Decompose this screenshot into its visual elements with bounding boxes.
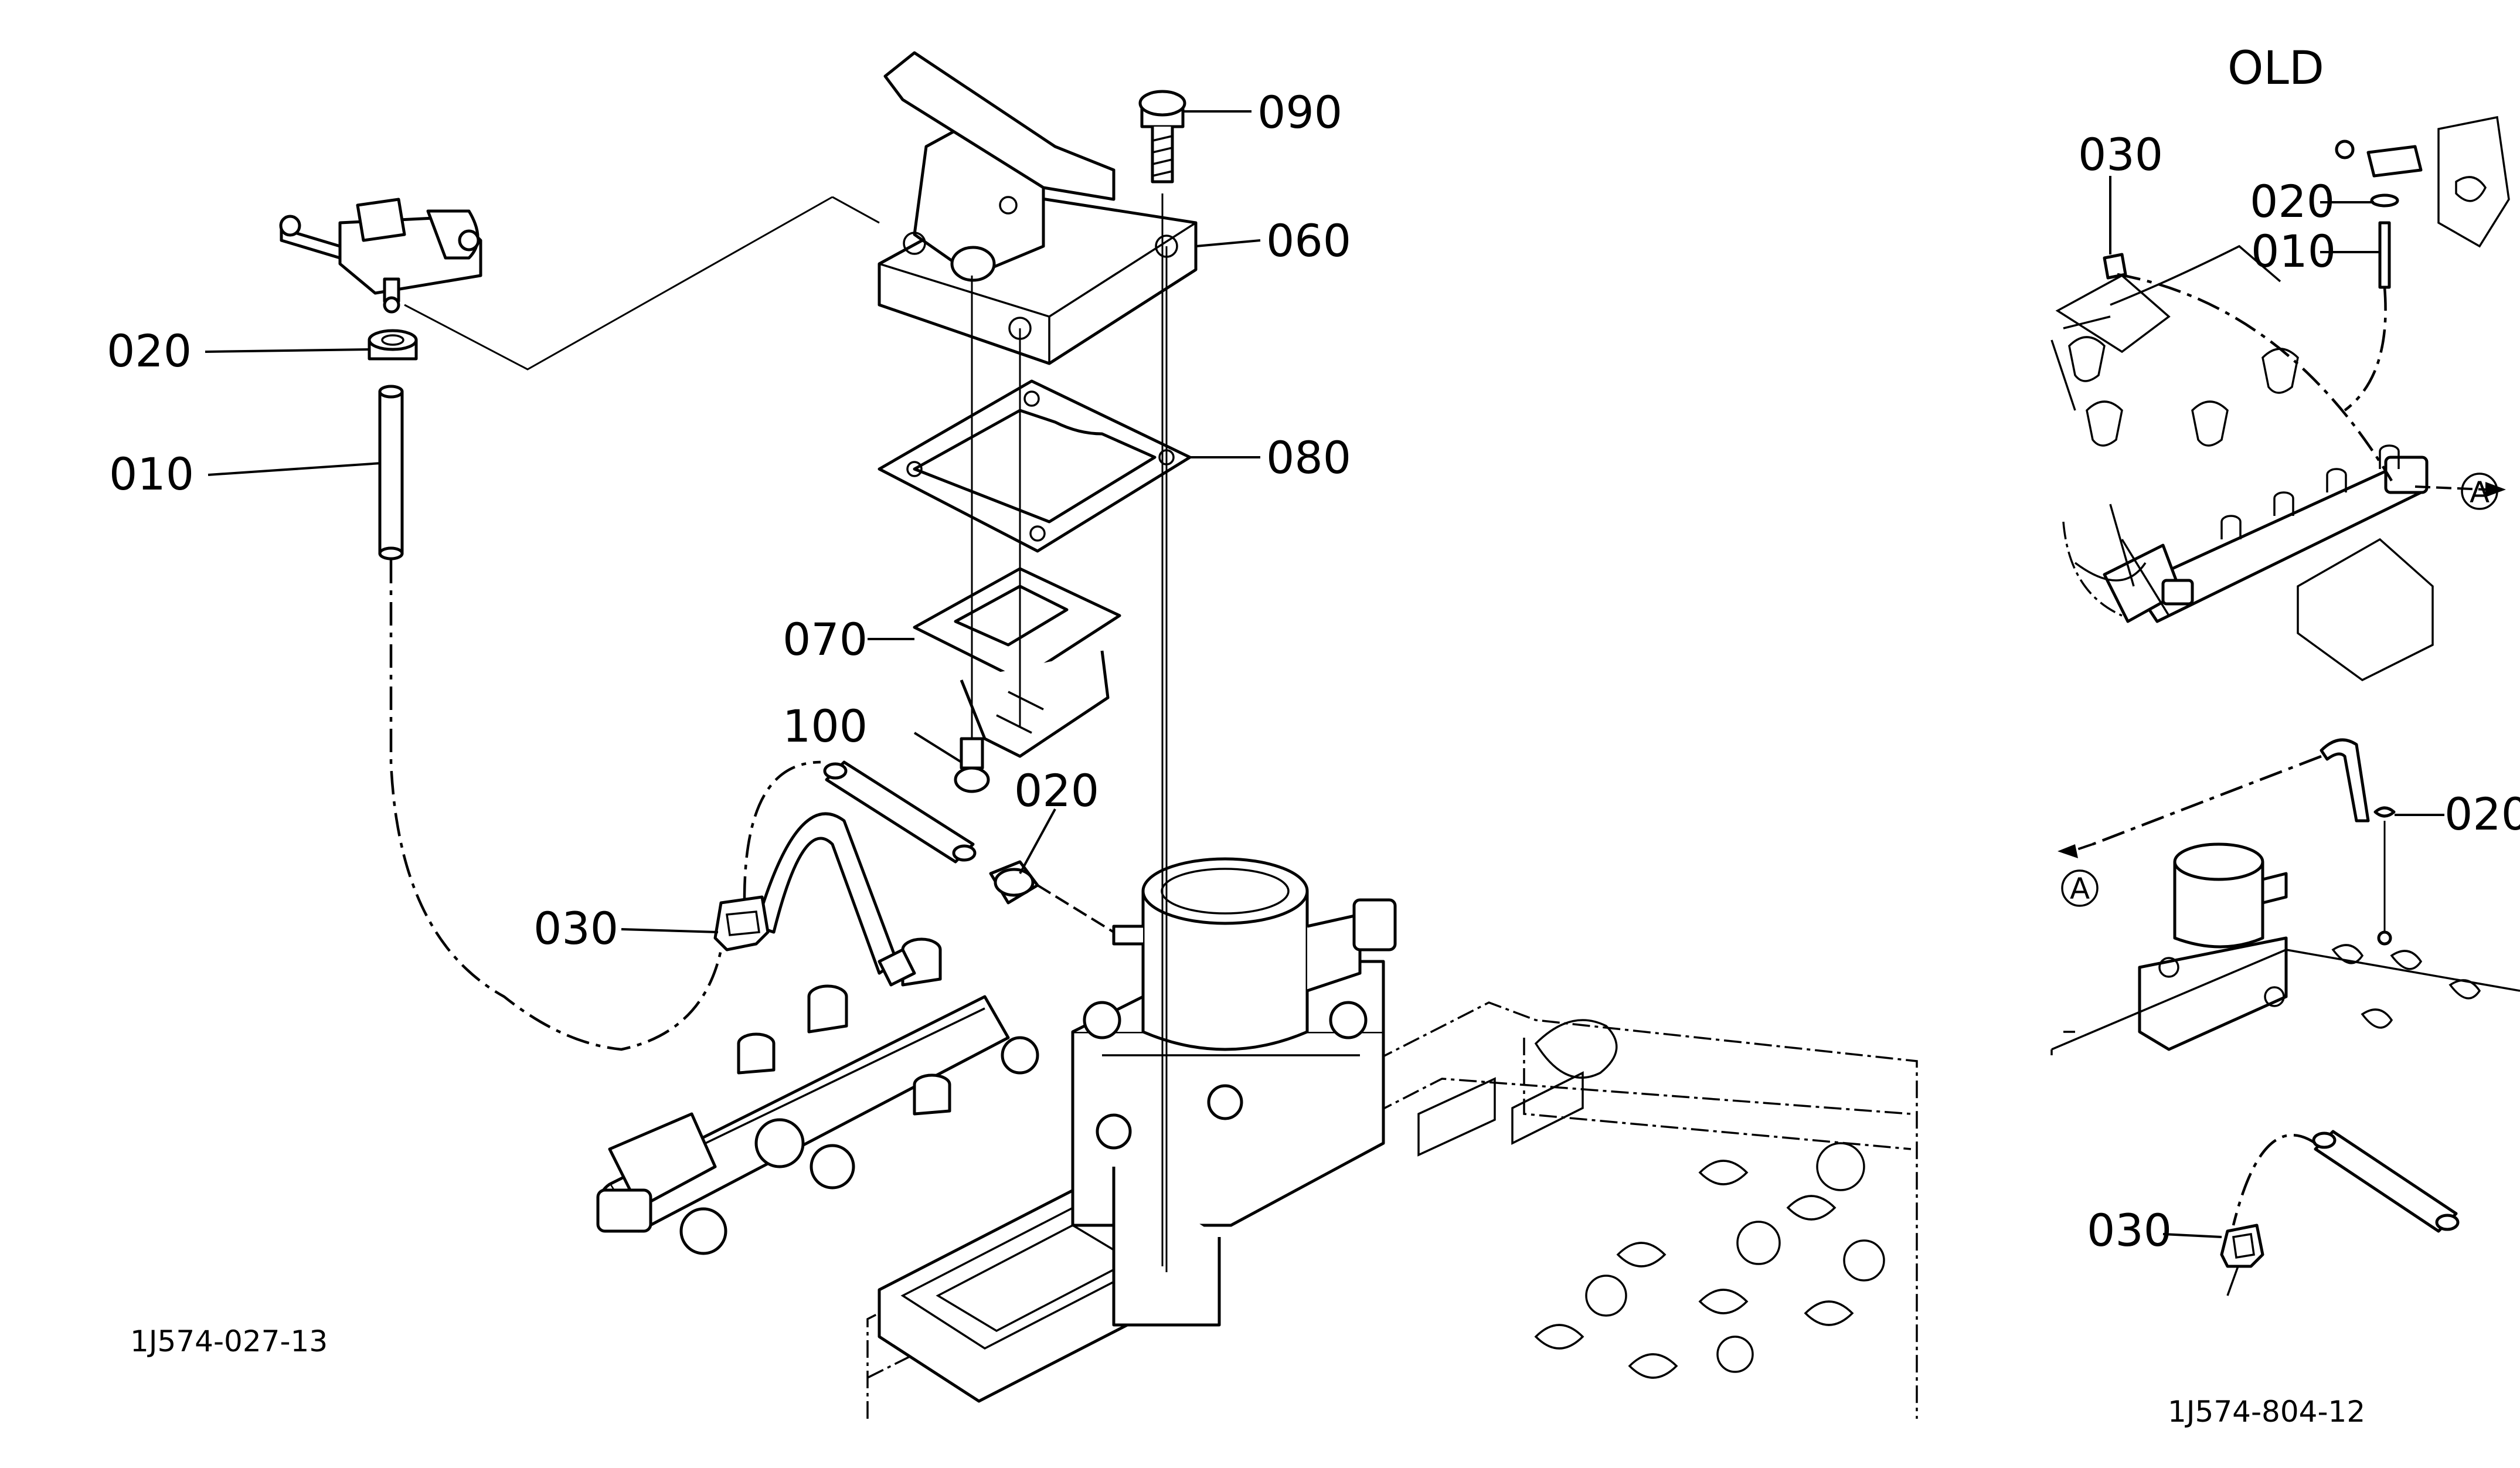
hose-to-pump-nipple [1036,884,1115,933]
label-020-hose: 020 [1014,764,1099,817]
return-hose-route-left [389,560,723,1051]
part-060-cover [878,51,1198,365]
common-rail [596,812,1039,1255]
part-090-bolt [1138,90,1186,184]
old-bottom-assembly [2220,1130,2460,1296]
svg-text:A: A [2470,475,2490,509]
return-hose-route-upper [743,760,821,900]
leader-lines-old [2109,176,2444,1238]
label-100: 100 [783,700,868,752]
label-080: 080 [1266,431,1351,484]
old-top-assembly [2050,115,2510,682]
callout-a-mid: A [2061,869,2099,907]
part-100-bolt [954,737,990,793]
part-070-valve [913,567,1121,758]
label-030: 030 [533,902,618,954]
assembly-axis-lines [404,193,1168,1272]
leader-lines-main [205,110,1261,933]
old-label-030-top: 030 [2078,128,2163,181]
part-010-hose [378,385,404,560]
svg-text:A: A [2070,872,2090,906]
part-020-clip [368,329,418,361]
label-020-sensor: 020 [107,325,192,377]
label-090: 090 [1257,86,1342,138]
old-label-020-top: 020 [2250,175,2335,227]
old-label-010-top: 010 [2251,225,2336,277]
pressure-sensor [279,198,482,314]
label-010: 010 [109,448,194,500]
old-label-020-mid: 020 [2444,788,2520,840]
callout-a-top: A [2461,473,2498,510]
fuel-supply-pump [1071,857,1397,1327]
figure-code-main: 1J574-027-13 [130,1324,328,1358]
label-060: 060 [1266,215,1351,267]
old-section-title: OLD [2227,42,2324,95]
part-080-gasket [878,379,1192,553]
old-middle-assembly [2050,738,2520,1055]
old-label-030-bottom: 030 [2087,1204,2172,1256]
label-070: 070 [783,613,868,665]
figure-code-old: 1J574-804-12 [2168,1395,2365,1429]
part-030-clamp [713,895,770,952]
